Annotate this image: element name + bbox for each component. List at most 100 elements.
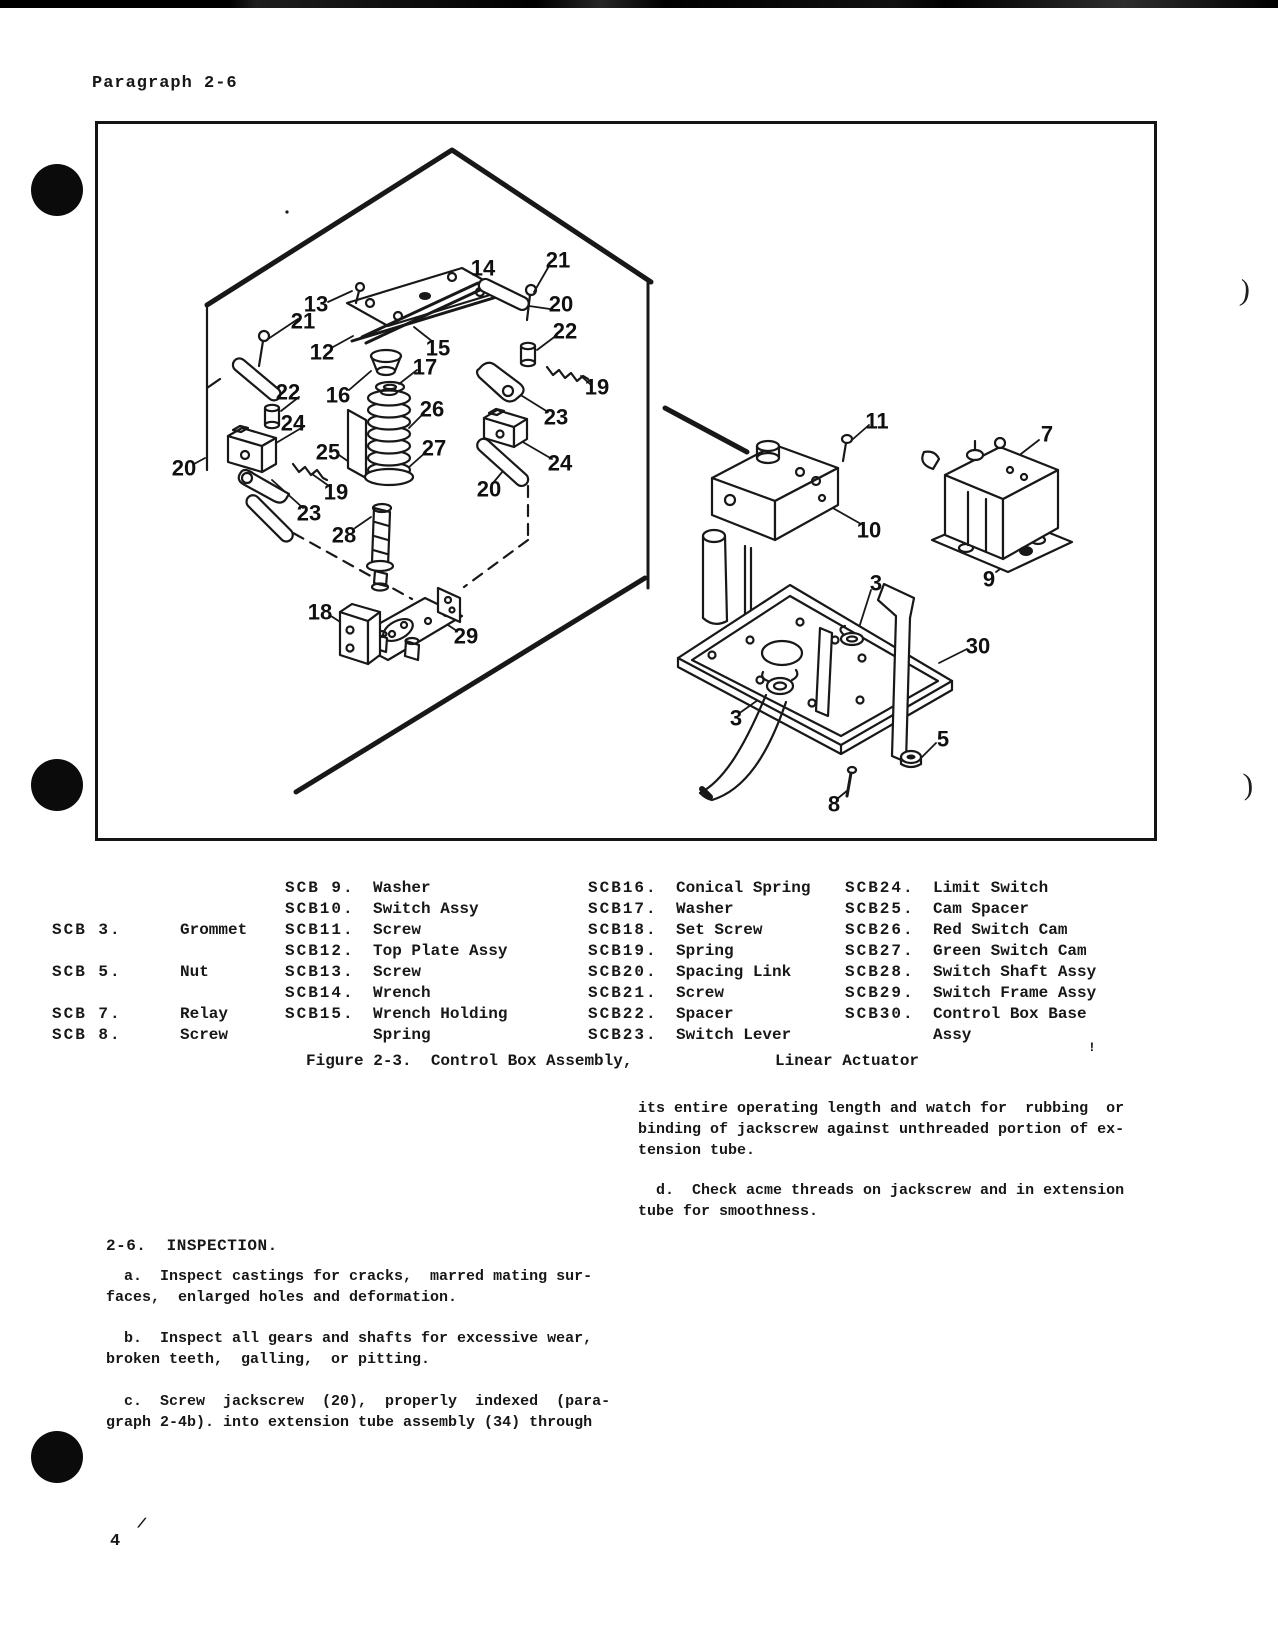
part-name: Wrench Holding	[373, 1005, 508, 1023]
part-name: Relay	[180, 1005, 229, 1023]
spacing-link-20-bottom-left	[245, 494, 294, 543]
figure-callout-9: 9	[983, 567, 995, 592]
figure-callout-30: 30	[966, 634, 990, 659]
body-text-line: c. Screw jackscrew (20), properly indexe…	[106, 1393, 611, 1410]
part-id: SCB14.	[285, 984, 355, 1002]
figure-callout-13: 13	[304, 292, 328, 317]
parts-list-row: SCB16. Conical Spring	[588, 878, 810, 899]
body-text-line: faces, enlarged holes and deformation.	[106, 1289, 458, 1306]
spring-19-right	[545, 365, 590, 383]
bracket-line-20	[205, 303, 222, 472]
part-id: SCB 5.	[52, 963, 122, 981]
figure-callout-14: 14	[471, 256, 496, 281]
figure-callout-23: 23	[297, 501, 321, 526]
parts-list-row: SCB 8.Screw	[52, 1025, 247, 1046]
section-heading: 2-6. INSPECTION.	[106, 1236, 616, 1257]
body-text-line: tension tube.	[638, 1142, 756, 1159]
parts-list-row: SCB21.Screw	[588, 983, 810, 1004]
part-id: SCB21.	[588, 984, 658, 1002]
part-name: Switch Assy	[373, 900, 479, 918]
spacing-link-20-top-right	[477, 277, 530, 312]
part-name: Spring	[373, 1026, 431, 1044]
part-name: Spacer	[676, 1005, 734, 1023]
figure-callout-19: 19	[585, 375, 609, 400]
body-text-line: a. Inspect castings for cracks, marred m…	[106, 1268, 593, 1285]
relay-7	[921, 436, 1074, 574]
body-text-line: its entire operating length and watch fo…	[638, 1100, 1125, 1117]
parts-list-row: SCB12.Top Plate Assy	[285, 941, 507, 962]
parts-list-row: SCB24.Limit Switch	[845, 878, 1096, 899]
parts-list-row: SCB23. Switch Lever	[588, 1025, 810, 1046]
switch-assy-10	[701, 439, 840, 645]
parts-list-row	[52, 899, 247, 920]
part-name: Washer	[676, 900, 734, 918]
part-name: Green Switch Cam	[933, 942, 1087, 960]
figure-callout-24: 24	[281, 411, 306, 436]
section-title: 2-6. INSPECTION.	[106, 1237, 278, 1255]
parts-list-row: SCB25.Cam Spacer	[845, 899, 1096, 920]
part-id: SCB19.	[588, 942, 658, 960]
part-name: Grommet	[180, 921, 248, 939]
part-id: SCB30.	[845, 1005, 915, 1023]
figure-callout-20: 20	[549, 292, 573, 317]
figure-callout-27: 27	[422, 436, 446, 461]
part-id: SCB28.	[845, 963, 915, 981]
figure-frame	[95, 121, 1157, 841]
part-name: Assy	[933, 1026, 972, 1044]
punch-hole-bottom	[31, 1431, 83, 1483]
parts-list-row: SCB18.Set Screw	[588, 920, 810, 941]
part-id: SCB16.	[588, 879, 658, 897]
speck	[285, 210, 289, 214]
part-id: SCB15.	[285, 1005, 355, 1023]
figure-caption: Figure 2-3. Control Box Assembly,	[306, 1052, 633, 1070]
mounting-strap-inner	[814, 626, 834, 718]
parts-list-row: SCB29.Switch Frame Assy	[845, 983, 1096, 1004]
stray-mark: !	[1088, 1040, 1096, 1055]
figure-callout-16: 16	[326, 383, 350, 408]
part-name: Top Plate Assy	[373, 942, 508, 960]
page-number: 4	[110, 1532, 121, 1551]
part-name: Switch Lever	[676, 1026, 792, 1044]
figure-callout-3: 3	[730, 706, 742, 731]
parts-list-row: SCB13.Screw	[285, 962, 507, 983]
figure-callout-24: 24	[548, 451, 573, 476]
parts-list-row: SCB17.Washer	[588, 899, 810, 920]
parts-list-row: SCB 7.Relay	[52, 1004, 247, 1025]
part-name: Screw	[180, 1026, 229, 1044]
figure-callout-15: 15	[426, 336, 450, 361]
switch-shaft-assy	[365, 502, 395, 592]
chevron-outline	[204, 147, 654, 308]
punch-hole-middle	[31, 759, 83, 811]
switch-cam-stack	[363, 387, 415, 487]
part-name: Conical Spring	[676, 879, 811, 897]
parts-list-row: SCB28.Switch Shaft Assy	[845, 962, 1096, 983]
parts-list-row: SCB20.Spacing Link	[588, 962, 810, 983]
figure-callout-17: 17	[413, 355, 437, 380]
spacer-22-right	[519, 341, 537, 368]
parts-list-row: Spring	[285, 1025, 507, 1046]
body-text-line: d. Check acme threads on jackscrew and i…	[638, 1182, 1125, 1199]
wrench	[360, 281, 484, 345]
part-id: SCB24.	[845, 879, 915, 897]
plane-edge-segment	[662, 405, 750, 455]
part-id: SCB22.	[588, 1005, 658, 1023]
part-name: Screw	[373, 921, 422, 939]
figure-callout-21: 21	[546, 248, 570, 273]
part-id: SCB26.	[845, 921, 915, 939]
part-name: Screw	[373, 963, 422, 981]
parts-list-row	[52, 878, 247, 899]
part-id: SCB23.	[588, 1026, 658, 1044]
parts-list-row: SCB 3.Grommet	[52, 920, 247, 941]
body-text-line: broken teeth, galling, or pitting.	[106, 1351, 431, 1368]
part-name: Washer	[373, 879, 431, 897]
parts-list-row: SCB10.Switch Assy	[285, 899, 507, 920]
parts-list-row: SCB19.Spring	[588, 941, 810, 962]
wrench-holding-spring-bar	[350, 294, 502, 343]
figure-callout-3: 3	[870, 571, 882, 596]
nut-5	[899, 749, 923, 769]
part-name: Switch Frame Assy	[933, 984, 1097, 1002]
switch-box-18	[338, 602, 382, 666]
step-c-paragraph: c. Screw jackscrew (20), properly indexe…	[106, 1391, 616, 1433]
